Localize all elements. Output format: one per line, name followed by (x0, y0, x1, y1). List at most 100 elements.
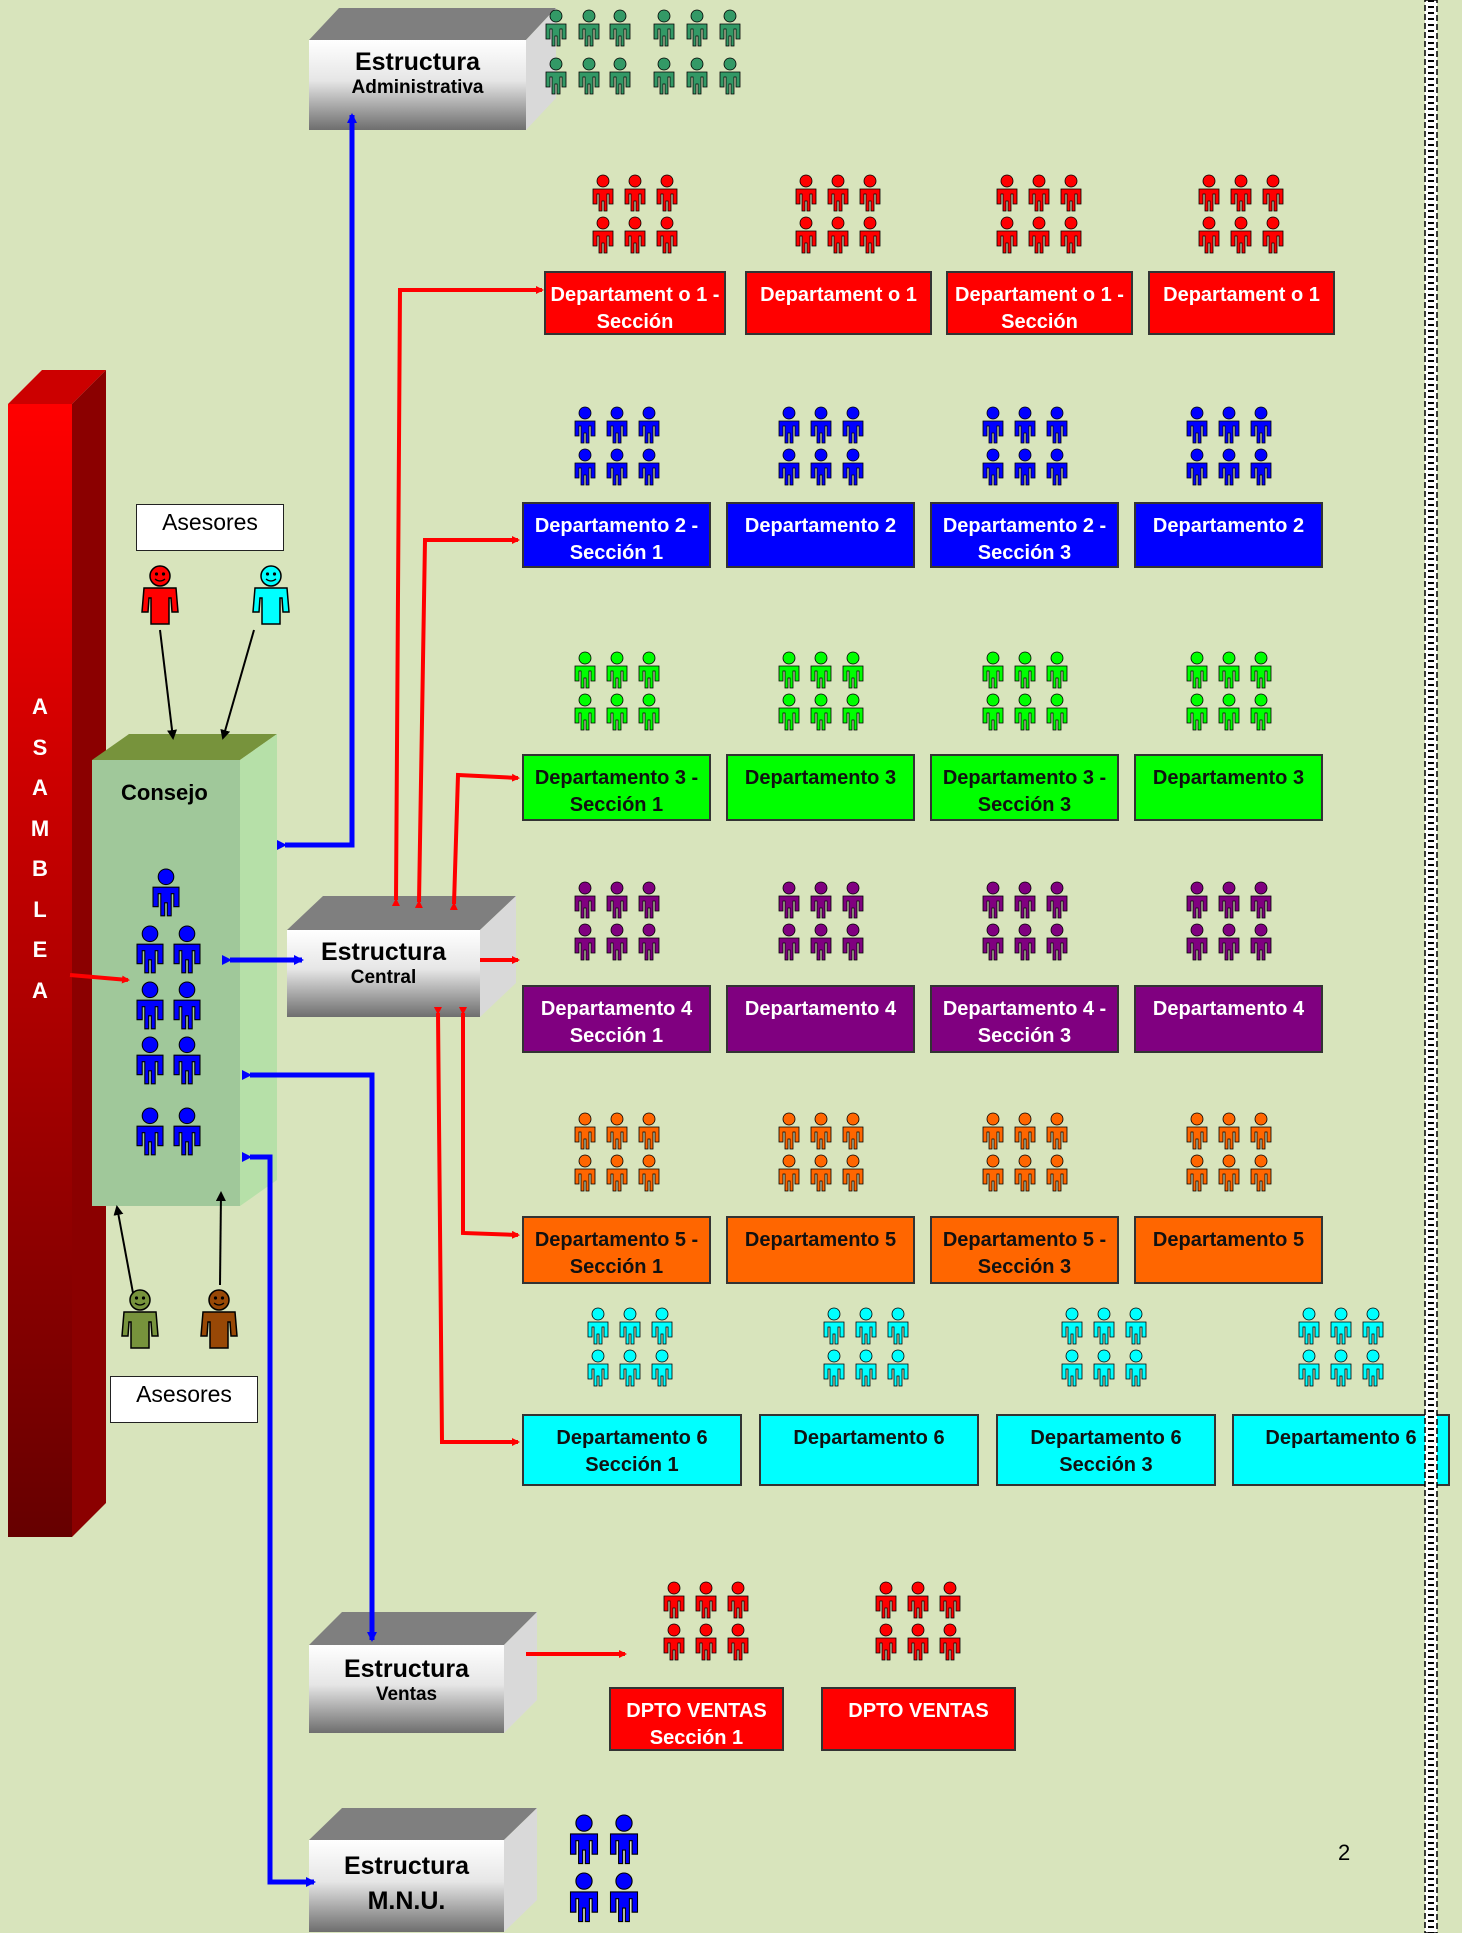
department-label: Departamento 4 Sección 1 (540, 998, 693, 1047)
staff-person-icon (638, 923, 660, 961)
staff-person-icon (1330, 1307, 1352, 1345)
department-box (930, 502, 1119, 568)
department-box (745, 271, 932, 335)
staff-person-icon (1198, 216, 1220, 254)
structure-title: Estructura (343, 1852, 470, 1880)
staff-person-icon (606, 651, 628, 689)
staff-person-icon (1218, 881, 1240, 919)
staff-person-icon (1218, 651, 1240, 689)
staff-person-icon (842, 1154, 864, 1192)
ventas-department-boxes (609, 1687, 1016, 1751)
structure-title: Estructura (320, 938, 447, 966)
department-label: Departamento 5 (1152, 1229, 1305, 1251)
staff-person-icon (574, 1154, 596, 1192)
department-label: Departamento 6 (793, 1427, 945, 1449)
staff-person-icon (1250, 881, 1272, 919)
staff-person-icon (1046, 1112, 1068, 1150)
staff-person-icon (656, 174, 678, 212)
staff-person-icon (663, 1623, 685, 1661)
ventas-dept-label: DPTO VENTAS (848, 1700, 989, 1722)
staff-person-icon (1014, 406, 1036, 444)
staff-person-icon (727, 1581, 749, 1619)
department-box (726, 985, 915, 1053)
staff-person-icon (778, 406, 800, 444)
staff-person-icon (1014, 448, 1036, 486)
page-number: 2 (1338, 1840, 1351, 1865)
staff-person-icon (1218, 406, 1240, 444)
asamblea-bar (8, 370, 106, 1537)
structure-subtitle: M.N.U. (367, 1887, 446, 1915)
staff-person-icon (778, 1154, 800, 1192)
staff-person-icon (606, 881, 628, 919)
estructura-administrativa-label: Estructura Administrativa (309, 48, 526, 99)
staff-person-icon (606, 693, 628, 731)
staff-person-icon (1186, 651, 1208, 689)
department-box (522, 754, 711, 821)
staff-person-icon (574, 923, 596, 961)
staff-person-icon (810, 1112, 832, 1150)
staff-person-icon (587, 1307, 609, 1345)
staff-person-icon (1250, 448, 1272, 486)
staff-person-icon (587, 1349, 609, 1387)
staff-person-icon (810, 923, 832, 961)
staff-person-icon (569, 1872, 599, 1923)
staff-person-icon (859, 216, 881, 254)
staff-person-icon (855, 1307, 877, 1345)
staff-person-icon (1014, 881, 1036, 919)
connector-arrows (222, 113, 377, 1887)
department-box (1134, 754, 1323, 821)
department-label: Departament o 1 (760, 284, 917, 306)
staff-person-icon (624, 216, 646, 254)
staff-person-icon (1046, 651, 1068, 689)
staff-person-icon (619, 1307, 641, 1345)
estructura-mnu-box (309, 1808, 537, 1932)
staff-person-icon (982, 406, 1004, 444)
staff-person-icon (1362, 1307, 1384, 1345)
staff-person-icon (686, 9, 708, 47)
red-arrows (69, 286, 627, 1658)
staff-person-icon (875, 1623, 897, 1661)
staff-person-icon (1125, 1349, 1147, 1387)
staff-person-icon (827, 174, 849, 212)
staff-person-icon (778, 881, 800, 919)
staff-person-icon (1250, 1154, 1272, 1192)
department-box (1232, 1414, 1450, 1486)
staff-person-icon (1125, 1307, 1147, 1345)
asamblea-letter: A (32, 977, 48, 1003)
staff-person-icon (795, 216, 817, 254)
staff-person-icon (727, 1623, 749, 1661)
staff-person-icon (1060, 216, 1082, 254)
department-label: Departamento 2 (1152, 515, 1305, 537)
staff-person-icon (982, 693, 1004, 731)
staff-person-icon (1186, 1154, 1208, 1192)
staff-person-icon (638, 881, 660, 919)
department-box (1148, 271, 1335, 335)
department-label: Departamento 2 (744, 515, 897, 537)
department-box (759, 1414, 979, 1486)
asamblea-letter: A (32, 775, 48, 800)
consejo-title: Consejo (121, 780, 208, 805)
staff-person-icon (656, 216, 678, 254)
staff-person-icon (887, 1349, 909, 1387)
department-label: Departamento 6 Sección 3 (1030, 1427, 1182, 1476)
staff-person-icon (1250, 406, 1272, 444)
staff-person-icon (907, 1623, 929, 1661)
staff-person-icon (810, 693, 832, 731)
staff-person-icon (1186, 693, 1208, 731)
department-label: Departamento 6 Sección 1 (556, 1427, 708, 1476)
department-label: Departamento 5 - Sección 1 (534, 1229, 699, 1278)
staff-person-icon (1250, 651, 1272, 689)
staff-person-icon (1298, 1307, 1320, 1345)
department-box (544, 271, 726, 335)
asamblea-letter: A (32, 694, 48, 719)
department-label: Departamento 2 - Sección 1 (534, 515, 699, 564)
staff-person-icon (1093, 1307, 1115, 1345)
staff-person-icon (1218, 448, 1240, 486)
staff-person-icon (592, 216, 614, 254)
staff-person-icon (1014, 651, 1036, 689)
department-label: Departamento 6 (1265, 1427, 1417, 1449)
staff-person-icon (1218, 693, 1240, 731)
staff-person-icon (1060, 174, 1082, 212)
staff-person-icon (842, 693, 864, 731)
staff-person-icon (887, 1307, 909, 1345)
